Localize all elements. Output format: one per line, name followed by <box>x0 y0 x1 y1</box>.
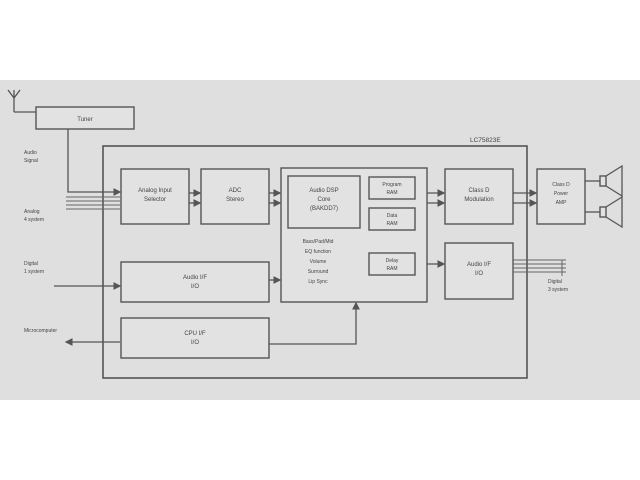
delay-ram-block <box>368 252 416 276</box>
chip-outline <box>102 145 528 379</box>
digital-out-label: Digital <box>548 279 562 285</box>
dsp-core-label: Audio DSP <box>309 188 338 194</box>
dsp-desc-line-4: Surround <box>308 269 329 275</box>
data-ram-label: Data <box>387 213 398 219</box>
digital-output-bus <box>513 259 566 276</box>
audio-if-in-label-2: I/O <box>191 284 199 290</box>
class-d-power-amp-block <box>536 168 586 225</box>
digital-in-label: Digital <box>24 261 38 267</box>
delay-ram-label-2: RAM <box>386 266 397 272</box>
audio-signal-label: Audio <box>24 150 37 156</box>
digital-in-label-2: 1 system <box>24 269 44 275</box>
digital-out-label-2: 3 system <box>548 287 568 293</box>
power-amp-label-3: AMP <box>556 200 568 206</box>
class-d-mod-label-2: Modulation <box>464 197 493 203</box>
audio-signal-label-2: Signal <box>24 158 38 164</box>
audio-if-in-label: Audio I/F <box>183 275 207 281</box>
audio-if-out-block <box>444 242 514 300</box>
chip-label: LC75823E <box>470 137 501 144</box>
cpu-if-block <box>120 317 270 359</box>
dsp-desc-line-1: Bass/Pad/Mid <box>303 239 334 245</box>
power-amp-label: Class D <box>552 182 570 188</box>
program-ram-label: Program <box>382 182 401 188</box>
analog-input-label: Analog Input <box>138 188 172 194</box>
audio-if-out-label-2: I/O <box>475 271 483 277</box>
program-ram-label-2: RAM <box>386 190 397 196</box>
dsp-core-label-2: Core <box>317 197 331 203</box>
microcomputer-label: Microcomputer <box>24 328 57 334</box>
block-diagram: Tuner LC75823E Audio Signal Analog 4 sys… <box>7 89 623 379</box>
analog-input-bus <box>66 196 120 210</box>
dsp-core-label-3: (BAKDD7) <box>310 206 338 212</box>
audio-if-out-label: Audio I/F <box>467 262 491 268</box>
delay-ram-label: Delay <box>386 258 399 264</box>
analog-system-label: Analog <box>24 209 40 215</box>
adc-label-2: Stereo <box>226 197 244 203</box>
analog-input-label-2: Selector <box>144 197 166 203</box>
antenna-icon <box>7 89 36 113</box>
dsp-desc-line-5: Lip Sync <box>308 279 328 285</box>
dsp-core-block <box>287 175 361 229</box>
tuner-label: Tuner <box>77 117 92 123</box>
speaker-icon-2 <box>585 195 623 229</box>
class-d-modulation-block <box>444 168 514 225</box>
dsp-desc-line-2: EQ function <box>305 249 331 255</box>
cpu-if-label-2: I/O <box>191 340 199 346</box>
tuner-block <box>35 106 135 130</box>
program-ram-block <box>368 176 416 200</box>
diagram-panel: Tuner LC75823E Audio Signal Analog 4 sys… <box>0 80 640 400</box>
power-amp-label-2: Power <box>554 191 569 197</box>
adc-block <box>200 168 270 225</box>
class-d-mod-label: Class D <box>468 188 490 194</box>
adc-label: ADC <box>229 188 242 194</box>
data-ram-block <box>368 207 416 231</box>
analog-input-selector-block <box>120 168 190 225</box>
data-ram-label-2: RAM <box>386 221 397 227</box>
dsp-desc-line-3: Volume <box>310 259 327 265</box>
analog-system-label-2: 4 system <box>24 217 44 223</box>
audio-if-in-block <box>120 261 270 303</box>
speaker-icon <box>585 164 623 198</box>
cpu-if-label: CPU I/F <box>184 331 206 337</box>
